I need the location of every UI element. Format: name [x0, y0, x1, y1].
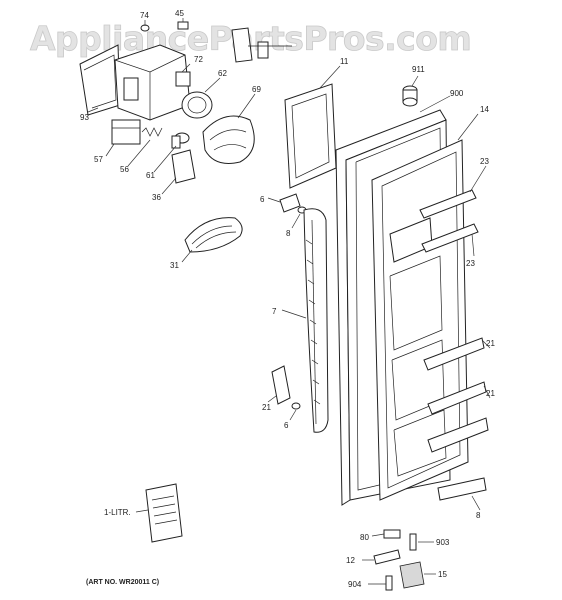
shelf-parts-23	[419, 165, 487, 257]
label-80: 80	[360, 533, 369, 542]
label-8-lower: 6	[284, 421, 289, 430]
dispenser-bottom-parts	[362, 529, 436, 591]
valve-part-903	[409, 533, 417, 551]
clip-part-45	[177, 21, 189, 30]
label-36: 36	[152, 193, 161, 202]
bushing-shaft	[171, 135, 181, 149]
dispenser-recess-part	[284, 65, 341, 189]
label-61: 61	[146, 171, 155, 180]
label-23-lower: 23	[466, 259, 475, 268]
literature-booklet-part	[135, 483, 183, 543]
label-21-middle: 21	[486, 389, 495, 398]
handle-cap-top-part	[267, 193, 307, 229]
label-12: 12	[346, 556, 355, 565]
motor-part	[181, 91, 213, 119]
bin-parts-21	[423, 337, 491, 511]
label-900: 900	[450, 89, 464, 98]
label-62: 62	[218, 69, 227, 78]
door-handle-part	[281, 208, 329, 433]
spring-part	[141, 127, 163, 137]
dispenser-mechanism-assembly	[79, 18, 292, 195]
nozzle-part-80	[383, 529, 401, 539]
handle-cap-bottom-part	[267, 365, 301, 421]
label-93: 93	[80, 113, 89, 122]
label-69: 69	[252, 85, 261, 94]
spring-part-904	[385, 575, 393, 591]
liner-compartment-3	[393, 409, 447, 477]
guard-part-31	[181, 217, 243, 263]
label-72: 72	[194, 55, 203, 64]
label-14: 14	[480, 105, 489, 114]
bracket-part	[231, 27, 253, 63]
liner-compartment-1	[389, 255, 443, 351]
cap-part-911	[402, 75, 419, 107]
bracket-small-part	[257, 41, 269, 59]
part-labels: 74 45 93 72 62 69 57 56 61 36 11 911 900…	[80, 9, 495, 589]
art-number-note: (ART NO. WR20011 C)	[86, 579, 159, 586]
label-903: 903	[436, 538, 450, 547]
door-liner-part	[371, 113, 479, 501]
housing-window	[123, 77, 139, 101]
lever-part-12	[373, 549, 401, 565]
label-45: 45	[175, 9, 184, 18]
switch-part	[175, 71, 191, 87]
solenoid-part	[111, 119, 141, 145]
label-8-upper: 8	[286, 229, 291, 238]
bracket-part-36	[171, 149, 196, 184]
watermark-text: AppliancePartsPros.com	[30, 19, 471, 58]
label-904: 904	[348, 580, 362, 589]
label-1-litr: 1-LITR.	[104, 508, 131, 517]
label-911: 911	[412, 65, 425, 74]
label-21-lower: 8	[476, 511, 481, 520]
label-11: 11	[340, 57, 349, 66]
label-21-upper: 21	[486, 339, 495, 348]
label-57: 57	[94, 155, 103, 164]
label-7: 7	[272, 307, 277, 316]
label-23-upper: 23	[480, 157, 489, 166]
label-15: 15	[438, 570, 447, 579]
label-31: 31	[170, 261, 179, 270]
cover-part-15	[399, 561, 425, 589]
label-6-upper: 6	[260, 195, 265, 204]
label-56: 56	[120, 165, 129, 174]
label-6-lower: 21	[262, 403, 271, 412]
label-74: 74	[140, 11, 149, 20]
auger-part	[202, 115, 255, 164]
